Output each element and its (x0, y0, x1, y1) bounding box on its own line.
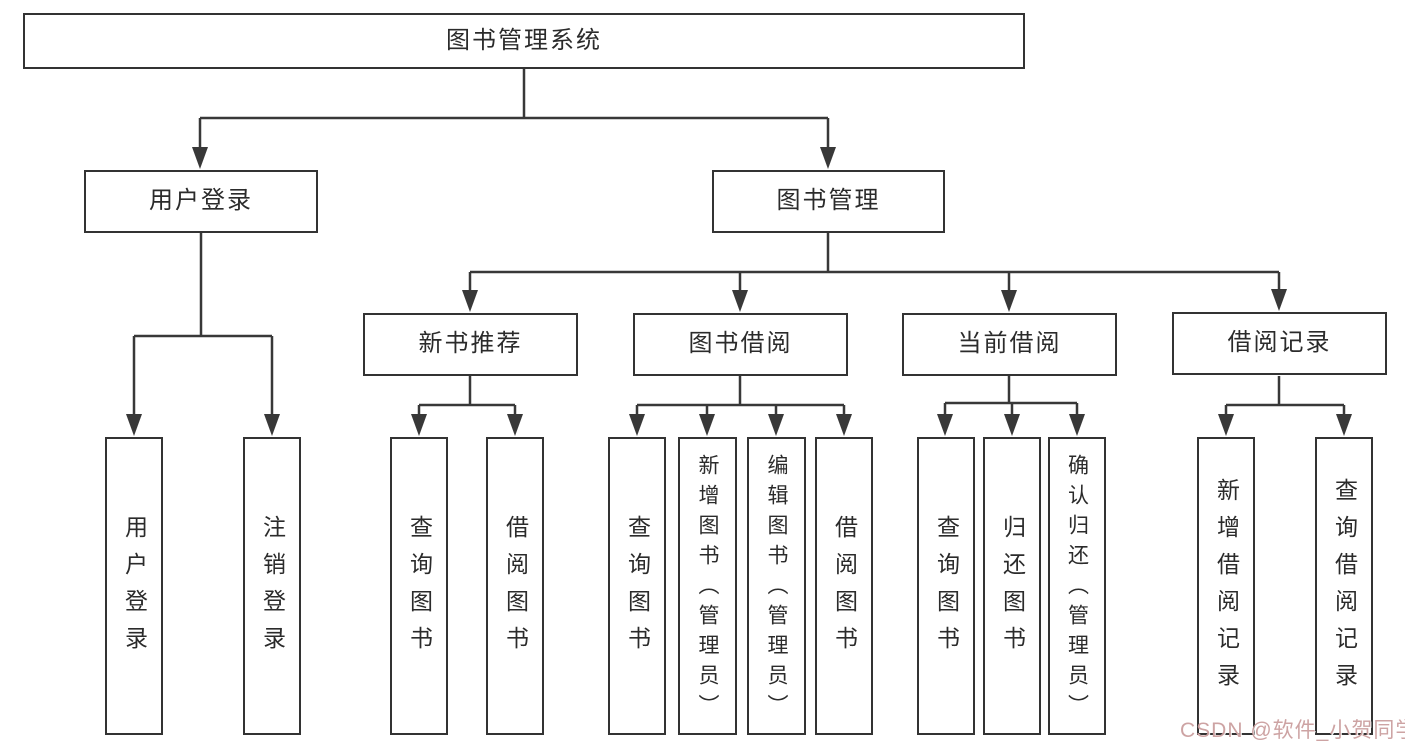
connector-lines (132, 69, 1346, 420)
node-user-login: 用户登录 (84, 170, 318, 233)
node-borrow-borrow: 借阅图书 (815, 437, 873, 735)
connector-arrowheads (126, 147, 1352, 436)
node-current-confirm-admin: 确认归还（管理员） (1048, 437, 1106, 735)
node-logout: 注销登录 (243, 437, 301, 735)
node-records-add: 新增借阅记录 (1197, 437, 1255, 735)
node-newbooks-borrow: 借阅图书 (486, 437, 544, 735)
node-current-return: 归还图书 (983, 437, 1041, 735)
node-current-query: 查询图书 (917, 437, 975, 735)
node-records-query: 查询借阅记录 (1315, 437, 1373, 735)
node-login: 用户登录 (105, 437, 163, 735)
node-root: 图书管理系统 (23, 13, 1025, 69)
node-newbooks-query: 查询图书 (390, 437, 448, 735)
csdn-watermark: CSDN @软件_小贺同学 (1180, 719, 1405, 742)
node-borrow-query: 查询图书 (608, 437, 666, 735)
node-book-mgmt: 图书管理 (712, 170, 945, 233)
node-borrow-records: 借阅记录 (1172, 312, 1387, 375)
node-current-borrow: 当前借阅 (902, 313, 1117, 376)
node-new-books: 新书推荐 (363, 313, 578, 376)
node-borrow-add-admin: 新增图书（管理员） (678, 437, 737, 735)
node-borrow-edit-admin: 编辑图书（管理员） (747, 437, 806, 735)
node-book-borrow: 图书借阅 (633, 313, 848, 376)
